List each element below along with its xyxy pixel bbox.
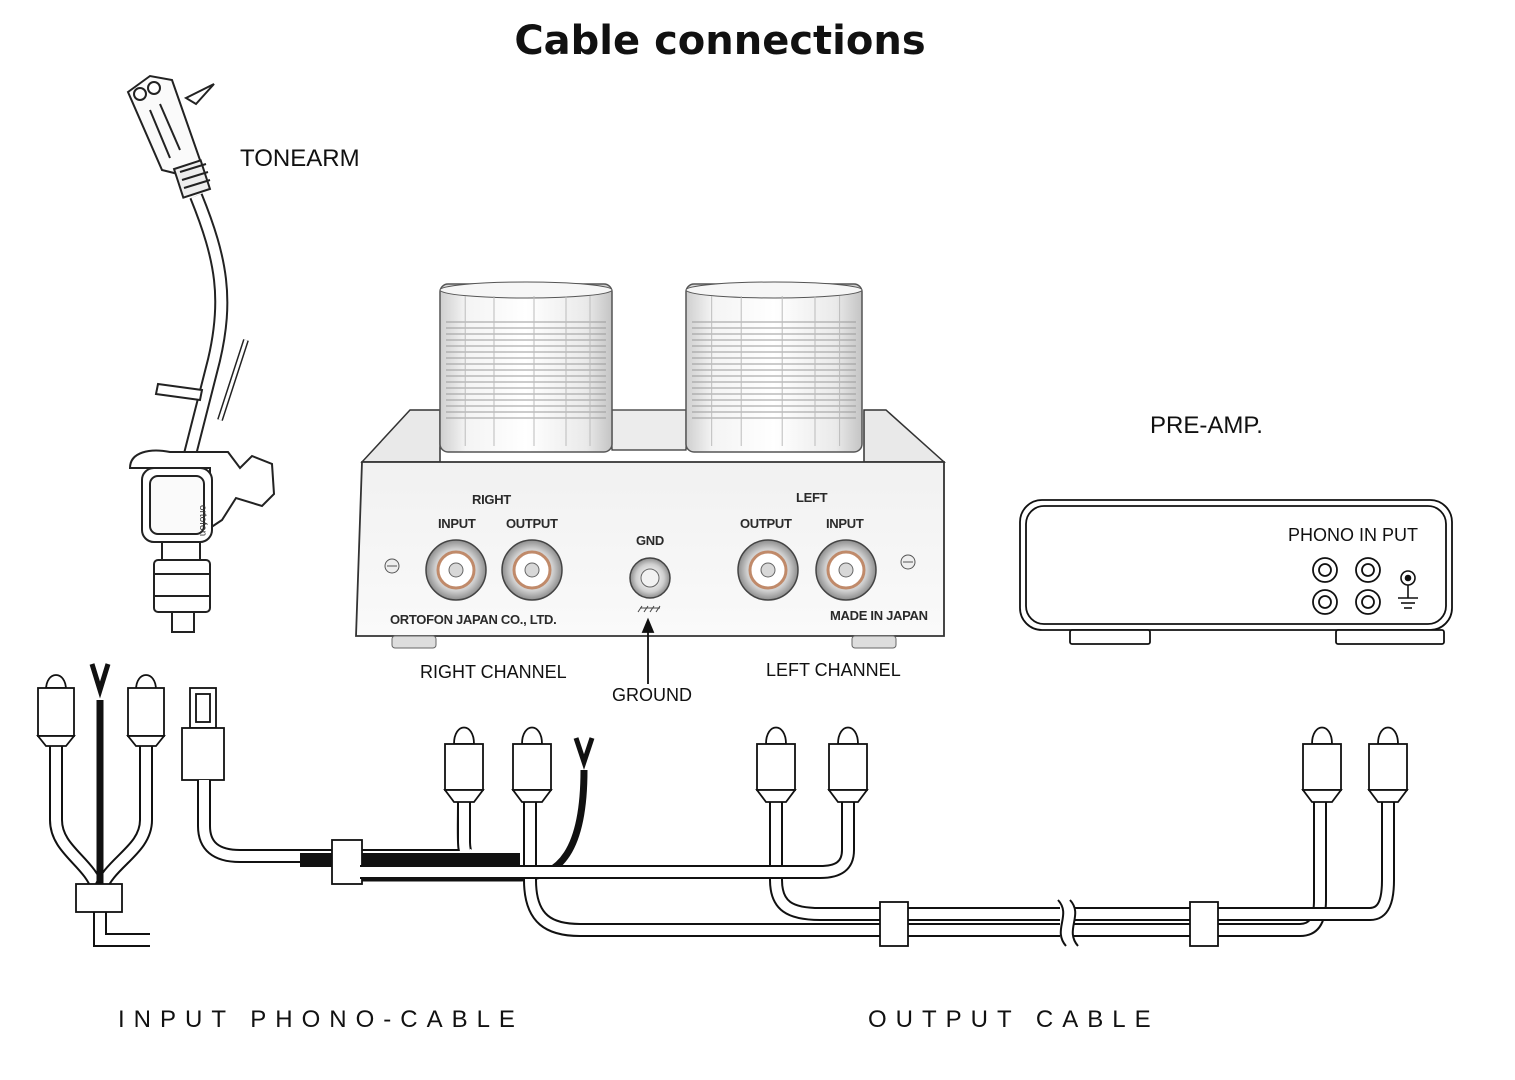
rca-jack-right-output[interactable] — [501, 539, 563, 601]
panel-gnd-label: GND — [636, 533, 664, 548]
rca-jack-right-input[interactable] — [425, 539, 487, 601]
panel-origin-label: MADE IN JAPAN — [830, 608, 928, 623]
rca-plug — [827, 726, 869, 803]
tonearm-brand-text: ortofon — [197, 505, 208, 536]
transformer-winding-lines — [446, 296, 856, 446]
gnd-terminal[interactable] — [629, 557, 671, 613]
rca-jack-left-input[interactable] — [815, 539, 877, 601]
transformer-right — [439, 281, 613, 453]
input-spade-lug — [89, 663, 111, 699]
ground-label: GROUND — [612, 685, 692, 705]
amp-input-spade-lug — [573, 737, 595, 770]
rca-plugs — [443, 726, 1409, 803]
input-rca-plug-left — [36, 674, 76, 747]
input-phono-cable — [49, 700, 153, 947]
input-phono-cable-label: INPUT PHONO-CABLE — [118, 1006, 524, 1033]
ground-arrow — [641, 617, 655, 684]
rca-plug — [755, 726, 797, 803]
right-channel-label: RIGHT CHANNEL — [420, 662, 567, 682]
rca-plug — [1301, 726, 1343, 803]
rca-plug — [1367, 726, 1409, 803]
din-plug — [181, 687, 225, 781]
panel-right-input-label: INPUT — [438, 516, 476, 531]
panel-left-label: LEFT — [796, 490, 828, 505]
panel-right-label: RIGHT — [472, 492, 511, 507]
rca-plug — [443, 726, 485, 803]
tonearm-illustration — [126, 74, 276, 633]
pre-amp-label: PRE-AMP. — [1150, 412, 1263, 439]
transformer-left — [685, 281, 863, 453]
pre-amp-box — [1019, 499, 1453, 645]
left-channel-label: LEFT CHANNEL — [766, 660, 901, 680]
page-title: Cable connections — [514, 18, 926, 64]
output-cable-label: OUTPUT CABLE — [868, 1006, 1160, 1033]
output-cable — [360, 800, 1395, 947]
panel-left-input-label: INPUT — [826, 516, 864, 531]
phono-amp-device — [355, 281, 946, 649]
rca-jack-left-output[interactable] — [737, 539, 799, 601]
phono-input-label: PHONO IN PUT — [1288, 525, 1419, 545]
rca-plug — [511, 726, 553, 803]
tonearm-label: TONEARM — [240, 145, 360, 172]
panel-left-output-label: OUTPUT — [740, 516, 792, 531]
panel-right-output-label: OUTPUT — [506, 516, 558, 531]
pre-amp-ground-terminal[interactable] — [1398, 570, 1418, 609]
input-rca-plug-right — [126, 674, 166, 747]
panel-maker-label: ORTOFON JAPAN CO., LTD. — [390, 612, 557, 627]
pre-amp-phono-jacks[interactable] — [1312, 557, 1381, 615]
